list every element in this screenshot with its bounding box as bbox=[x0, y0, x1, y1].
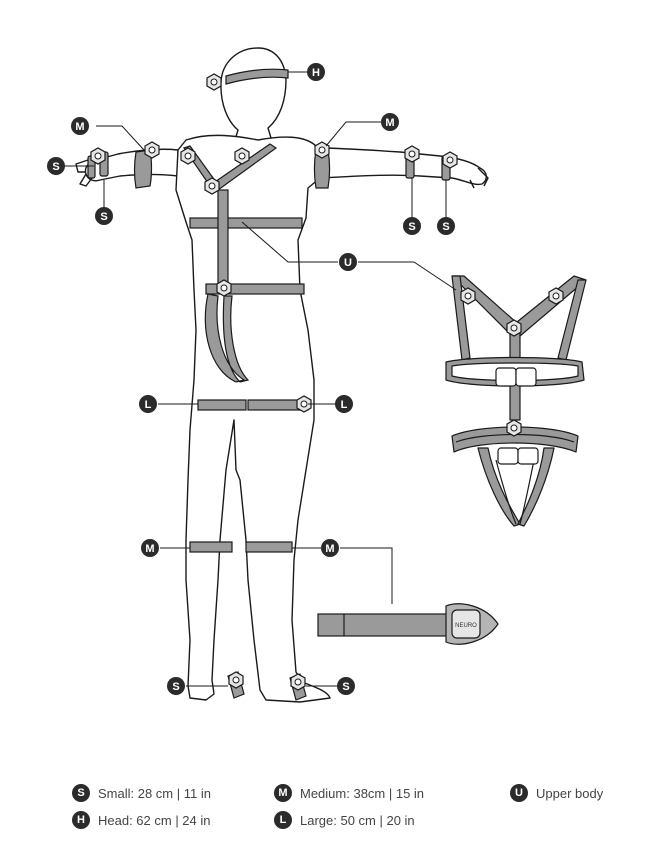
legend-item-head: H Head: 62 cm | 24 in bbox=[72, 811, 211, 829]
harness-waist-band bbox=[205, 283, 305, 295]
left-thigh-strap bbox=[197, 399, 247, 411]
marker-upper-right-arm: M bbox=[381, 113, 399, 131]
svg-text:S: S bbox=[100, 211, 107, 223]
legend-item-upper-body: U Upper body bbox=[510, 784, 603, 802]
right-calf-strap bbox=[245, 541, 293, 553]
right-wrist-pod bbox=[442, 151, 458, 169]
detail-spine-lower bbox=[509, 383, 521, 421]
harness-hip-loop bbox=[204, 293, 250, 383]
left-wrist-pod bbox=[90, 147, 106, 165]
marker-left-calf: M bbox=[141, 539, 159, 557]
legend-text: Small: 28 cm | 11 in bbox=[98, 785, 211, 801]
marker-left-forearm: S bbox=[95, 207, 113, 225]
pelvis-pod bbox=[216, 279, 232, 297]
legend-item-small: S Small: 28 cm | 11 in bbox=[72, 784, 211, 802]
marker-right-ankle: S bbox=[337, 677, 355, 695]
head-sensor-pod bbox=[206, 73, 222, 91]
detail-right-leg-loop bbox=[517, 447, 555, 527]
detail-hip-buckle-left bbox=[497, 447, 519, 465]
legend-text: Head: 62 cm | 24 in bbox=[98, 812, 211, 828]
upper-body-harness-detail bbox=[445, 275, 587, 527]
detail-hip-buckle-right bbox=[517, 447, 539, 465]
legend-text: Large: 50 cm | 20 in bbox=[300, 812, 415, 828]
left-shoulder-pod bbox=[180, 147, 196, 165]
right-ankle-pod bbox=[290, 673, 306, 691]
legend-item-large: L Large: 50 cm | 20 in bbox=[274, 811, 415, 829]
marker-left-ankle: S bbox=[167, 677, 185, 695]
left-ankle-pod bbox=[228, 671, 244, 689]
svg-text:S: S bbox=[442, 221, 449, 233]
detail-chest-buckle-right bbox=[515, 367, 537, 387]
svg-text:S: S bbox=[172, 681, 179, 693]
svg-text:M: M bbox=[385, 117, 394, 129]
marker-right-thigh: L bbox=[335, 395, 353, 413]
back-center-pod bbox=[204, 177, 220, 195]
limb-strap-detail: NEURO bbox=[317, 603, 499, 645]
svg-text:M: M bbox=[75, 121, 84, 133]
right-shoulder-pod bbox=[234, 147, 250, 165]
svg-text:S: S bbox=[52, 161, 59, 173]
legend-badge: S bbox=[72, 784, 90, 802]
svg-text:L: L bbox=[341, 399, 348, 411]
head-strap bbox=[225, 68, 289, 85]
limb-strap-device-label: NEURO bbox=[455, 623, 477, 629]
legend-item-medium: M Medium: 38cm | 15 in bbox=[274, 784, 424, 802]
detail-chest-buckle-left bbox=[495, 367, 517, 387]
detail-hip-band bbox=[451, 426, 579, 453]
svg-text:L: L bbox=[145, 399, 152, 411]
marker-upper-left-arm: M bbox=[71, 117, 89, 135]
marker-badges: H M M S S S S U L L M M S S bbox=[47, 63, 455, 695]
limb-strap-device bbox=[451, 609, 481, 639]
legend-badge: U bbox=[510, 784, 528, 802]
marker-right-calf: M bbox=[321, 539, 339, 557]
svg-text:U: U bbox=[344, 257, 352, 269]
legend-text: Upper body bbox=[536, 785, 604, 801]
marker-right-wrist: S bbox=[437, 217, 455, 235]
limb-strap-band bbox=[317, 613, 449, 637]
svg-text:S: S bbox=[342, 681, 349, 693]
body-figure bbox=[75, 47, 489, 703]
svg-text:M: M bbox=[145, 543, 154, 555]
right-forearm-pod bbox=[404, 145, 420, 163]
marker-left-wrist: S bbox=[47, 157, 65, 175]
marker-head: H bbox=[307, 63, 325, 81]
svg-text:S: S bbox=[408, 221, 415, 233]
svg-text:H: H bbox=[312, 67, 320, 79]
left-calf-strap bbox=[189, 541, 233, 553]
legend-badge: L bbox=[274, 811, 292, 829]
left-upper-arm-pod bbox=[144, 141, 160, 159]
leader-lines bbox=[64, 71, 457, 687]
marker-left-thigh: L bbox=[139, 395, 157, 413]
harness-spine bbox=[217, 189, 229, 287]
right-upper-arm-strap bbox=[313, 149, 331, 189]
harness-chest-band bbox=[189, 217, 303, 229]
marker-upper-body: U bbox=[339, 253, 357, 271]
svg-text:M: M bbox=[325, 543, 334, 555]
detail-left-side-strap bbox=[451, 275, 471, 361]
marker-right-forearm: S bbox=[403, 217, 421, 235]
legend-text: Medium: 38cm | 15 in bbox=[300, 785, 425, 801]
legend-badge: H bbox=[72, 811, 90, 829]
legend-badge: M bbox=[274, 784, 292, 802]
